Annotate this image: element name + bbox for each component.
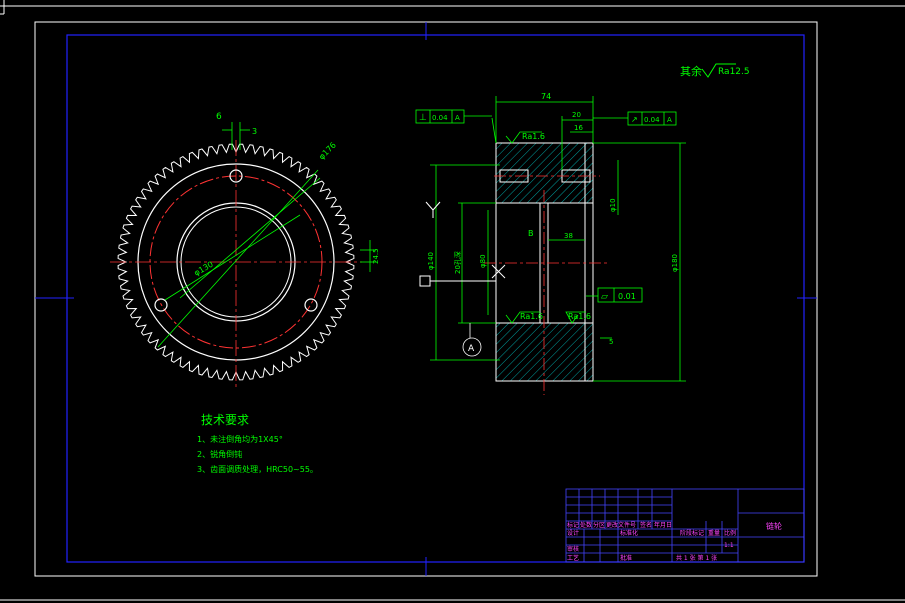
centering-marks: [35, 22, 817, 576]
dim-right: 24.5: [372, 248, 380, 264]
datum-a-marker: A: [462, 323, 482, 357]
dim-side-mark: 5: [609, 338, 613, 346]
runout-symbol: ↗: [631, 115, 638, 124]
tech-req-item-1: 1、未注倒角均为1X45°: [197, 434, 283, 444]
sheet-outer-border: [34, 21, 818, 577]
perp-datum: A: [455, 114, 460, 122]
tech-req-item-2: 2、锐角倒钝: [197, 449, 242, 459]
perp-tolerance-frame: ⊥ 0.04 A: [415, 109, 492, 124]
roughness-label: 其余: [680, 64, 702, 78]
dim-diagonal: φ176: [317, 141, 338, 162]
dim-keyway: 20孔深: [453, 251, 462, 274]
bolt-hole-left: [154, 298, 168, 312]
ra-top: Ra1.6: [522, 132, 545, 141]
tb-sheet-info: 共 1 张 第 1 张: [676, 554, 717, 562]
tb-label-1: 处数: [580, 521, 592, 529]
dim-outer: φ180: [671, 254, 679, 272]
roughness-symbol-icon: [701, 63, 736, 78]
title-block: 标记 处数 分区 更改文件号 签名 年月日 设计 标准化 阶段标记 重量 比例 …: [565, 488, 805, 563]
ra-bottom-left: Ra1.6: [520, 312, 543, 321]
flat-symbol: ▱: [601, 292, 608, 302]
tb-label-3: 更改文件号: [606, 521, 636, 529]
technical-requirements: 技术要求 1、未注倒角均为1X45° 2、锐角倒钝 3、齿面调质处理，HRC50…: [197, 413, 318, 474]
dim-small: 3: [252, 127, 257, 136]
tb-label-5: 年月日: [654, 521, 672, 529]
center-lines: [110, 140, 362, 388]
perp-symbol: ⊥: [419, 113, 427, 123]
groove-label: B: [528, 229, 534, 238]
tb-label-6: 设计: [567, 529, 579, 537]
section-dimension-lines: [430, 96, 686, 382]
title-block-labels: 标记 处数 分区 更改文件号 签名 年月日 设计 标准化 阶段标记 重量 比例 …: [567, 521, 736, 562]
flatness-tolerance-frame: ▱ 0.01: [597, 287, 643, 303]
bolt-hole-top: [229, 169, 243, 183]
perp-value: 0.04: [432, 114, 448, 122]
roughness-value: Ra12.5: [718, 67, 750, 77]
section-center-lines: [484, 175, 610, 395]
ra-bottom-right: Ra1.6: [568, 312, 591, 321]
bolt-hole-right: [304, 298, 318, 312]
tb-scale: 1:1: [724, 542, 734, 549]
tb-label-12: 工艺: [567, 554, 579, 562]
runout-tolerance-frame: ↗ 0.04 A: [627, 111, 677, 126]
tb-label-8: 阶段标记: [680, 529, 704, 537]
tb-label-13: 批准: [620, 554, 632, 562]
section-hatch-top: [495, 142, 594, 204]
front-dimensions: [157, 122, 376, 348]
flat-value: 0.01: [618, 292, 636, 301]
dim-hub-width: 20: [572, 111, 581, 119]
runout-datum: A: [667, 116, 672, 124]
dim-overall-width: 74: [541, 92, 551, 101]
surface-roughness-note: 其余 Ra12.5: [680, 63, 750, 78]
dim-inner: φ80: [479, 254, 487, 268]
section-hatch-bottom: [495, 322, 594, 382]
tb-label-7: 标准化: [620, 529, 638, 537]
dim-bore: φ140: [427, 252, 435, 270]
tb-label-9: 重量: [708, 529, 720, 537]
tb-label-4: 签名: [640, 521, 652, 529]
datum-y-mark: [419, 201, 506, 287]
dim-small-width: 16: [574, 124, 583, 132]
sprocket-front-view: 6 3 φ176 φ130 24.5: [110, 112, 380, 388]
tb-part-name: 链轮: [766, 521, 782, 531]
tb-label-11: 审核: [567, 545, 579, 553]
tb-label-0: 标记: [567, 521, 579, 529]
dim-top: 6: [216, 112, 222, 122]
sprocket-section-view: ⊥ 0.04 A ↗ 0.04 A ▱ 0.01 Ra1.6 Ra1.6 Ra1…: [415, 92, 686, 395]
bolt-holes: [154, 169, 318, 312]
roughness-symbols: [505, 131, 586, 324]
title-block-grid: [565, 488, 805, 563]
tech-req-item-3: 3、齿面调质处理，HRC50~55。: [197, 464, 318, 474]
dim-inner-width: 38: [564, 232, 573, 240]
tb-label-10: 比例: [724, 529, 736, 537]
runout-value: 0.04: [644, 116, 660, 124]
tb-label-2: 分区: [593, 521, 605, 529]
dim-hole: φ10: [609, 198, 617, 212]
tech-req-title: 技术要求: [201, 413, 249, 427]
datum-a-label: A: [468, 344, 475, 354]
